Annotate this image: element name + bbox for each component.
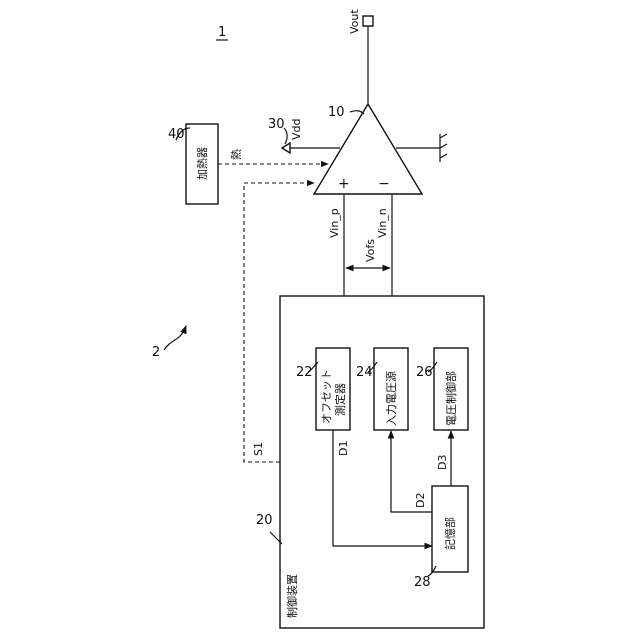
vofs-label: Vofs [364,239,377,262]
vout-label: Vout [348,9,361,34]
vin-n-label: Vin_n [376,208,389,238]
d3-label: D3 [436,455,449,470]
op-amp-minus-sign: − [378,176,390,192]
heater-label: 加熱器 [196,147,209,180]
input-voltage-source-label: 入力電圧源 [384,371,398,426]
memory-label: 記憶部 [443,517,457,550]
d1-label: D1 [337,441,350,456]
op-amp-ref: 10 [328,105,345,120]
vin-p-label: Vin_p [328,208,341,238]
voltage-controller-label: 電圧制御部 [444,371,458,426]
control-device-ref: 20 [256,513,273,528]
sub-ref-label: 2 [152,345,160,360]
d2-label: D2 [414,493,427,508]
input-voltage-source-ref: 24 [356,365,373,380]
offset-measurer-label-2: 測定器 [333,383,347,416]
offset-measurer-ref: 22 [296,365,313,380]
memory-ref: 28 [414,575,431,590]
vdd-ref: 30 [268,117,285,132]
control-device-label: 制御装置 [285,574,299,618]
voltage-controller-ref: 26 [416,365,433,380]
ground-hatch-2 [440,144,447,148]
sub-ref-leader [164,326,186,350]
control-device-box [280,296,484,628]
ground-hatch-1 [440,134,447,138]
ground-hatch-3 [440,154,447,158]
op-amp-plus-sign: + [338,176,350,192]
vdd-triangle-icon [282,143,290,153]
vdd-label: Vdd [290,119,303,141]
s1-label: S1 [252,442,265,456]
vout-terminal [363,16,373,26]
heat-label: 熱 [230,149,243,160]
offset-measurer-label-1: オフセット [320,369,333,424]
system-ref-label: 1 [218,25,226,40]
